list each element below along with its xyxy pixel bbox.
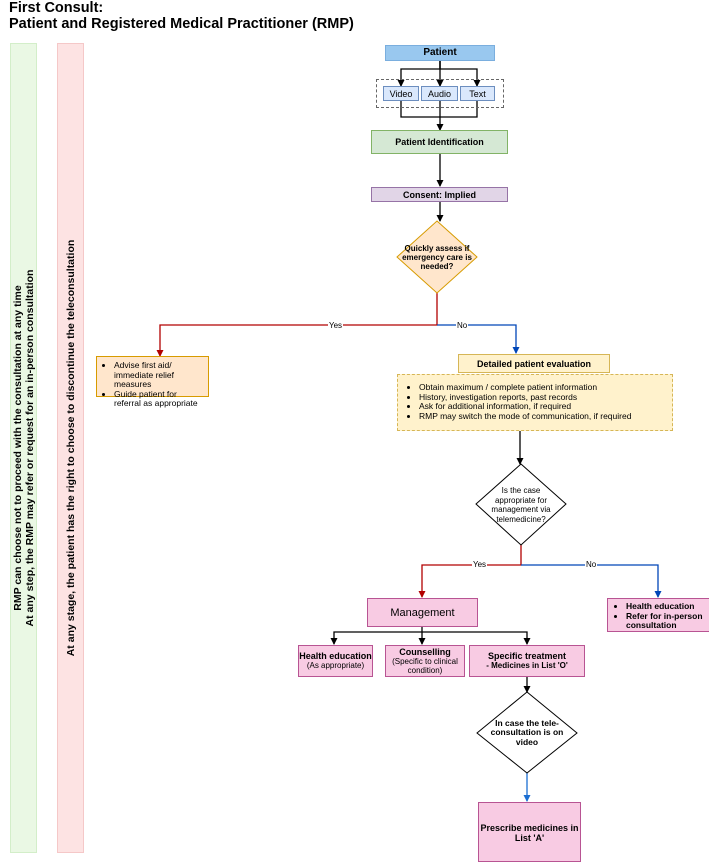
assess-question: Quickly assess if emergency care is need…: [402, 243, 472, 271]
counselling-box: Counselling (Specific to clinical condit…: [385, 645, 465, 677]
edge-case-no: [521, 564, 662, 598]
specific-treatment-title: Specific treatment: [487, 651, 567, 661]
assess-yes-label: Yes: [328, 321, 344, 330]
management-box: Management: [367, 598, 478, 627]
edge-management-split: [330, 627, 423, 645]
case-no-label: No: [585, 560, 598, 569]
edge-assess-yes: [156, 293, 438, 357]
case-diamond: [475, 463, 567, 546]
communication-mode-group: [376, 79, 504, 108]
patient-note-band: At any stage, the patient has the right …: [57, 43, 84, 853]
health-education-title: Health education: [299, 651, 372, 661]
rmp-note-band: RMP can choose not to proceed with the c…: [10, 43, 37, 853]
emergency-action-item: Advise first aid/ immediate relief measu…: [114, 360, 205, 390]
video-diamond: [476, 691, 578, 774]
counselling-sub: (Specific to clinical condition): [392, 657, 458, 675]
prescribe-box: Prescribe medicines in List 'A': [478, 802, 581, 862]
specific-treatment-box: Specific treatment - Medicines in List '…: [469, 645, 585, 677]
edge-video-identification: [400, 101, 440, 118]
mode-audio: Audio: [421, 86, 458, 101]
evaluation-details-box: Obtain maximum / complete patient inform…: [397, 374, 673, 431]
mode-text: Text: [460, 86, 495, 101]
counselling-title: Counselling: [399, 647, 451, 657]
mode-video: Video: [383, 86, 419, 101]
emergency-action-item: Guide patient for referral as appropriat…: [114, 389, 205, 409]
emergency-actions-box: Advise first aid/ immediate relief measu…: [96, 356, 209, 408]
case-yes-label: Yes: [472, 560, 488, 569]
evaluation-item: RMP may switch the mode of communication…: [419, 411, 668, 422]
patient-box: Patient: [385, 45, 495, 61]
evaluation-item: History, investigation reports, past rec…: [419, 392, 668, 403]
title-line-2: Patient and Registered Medical Practitio…: [9, 16, 354, 32]
title-line-1: First Consult:: [9, 0, 104, 16]
evaluation-item: Obtain maximum / complete patient inform…: [419, 382, 668, 393]
patient-identification-box: Patient Identification: [371, 130, 508, 154]
edge-case-yes: [418, 545, 522, 598]
evaluation-title-box: Detailed patient evaluation: [458, 354, 610, 373]
case-question: Is the case appropriate for management v…: [491, 486, 551, 524]
health-education-box: Health education (As appropriate): [298, 645, 373, 677]
referral-item: Health education: [626, 601, 709, 612]
assess-no-label: No: [456, 321, 469, 330]
edge-text-identification: [440, 101, 478, 118]
assess-diamond: [396, 220, 478, 294]
consent-box: Consent: Implied: [371, 187, 508, 202]
specific-treatment-sub: - Medicines in List 'O': [486, 661, 568, 670]
video-question: In case the tele-consultation is on vide…: [490, 717, 564, 747]
evaluation-item: Ask for additional information, if requi…: [419, 401, 668, 412]
health-education-sub: (As appropriate): [306, 661, 365, 670]
edge-patient-text: [439, 61, 481, 87]
edge-management-specific: [422, 631, 531, 645]
referral-box: Health education Refer for in-person con…: [607, 598, 709, 632]
referral-item: Refer for in-person consultation: [626, 611, 709, 631]
edge-assess-no: [437, 324, 520, 354]
